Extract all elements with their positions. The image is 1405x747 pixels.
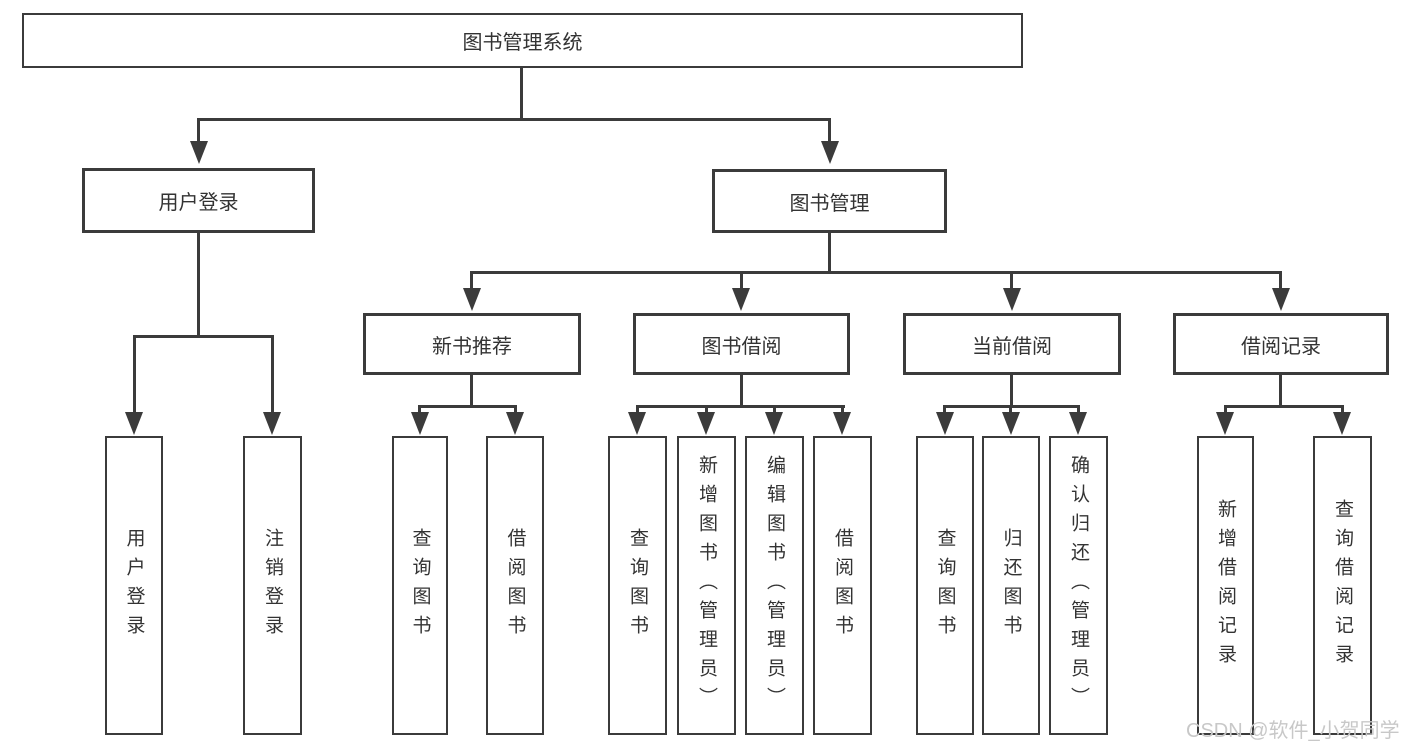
leaf-query-book-3: 查询图书 <box>916 436 974 735</box>
connector-drop-leaf <box>636 405 639 417</box>
connector-drop-new-book <box>470 271 473 291</box>
arrowhead-leaf-icon <box>1069 412 1087 435</box>
leaf-query-book-2: 查询图书 <box>608 436 667 735</box>
leaf-label: 查询图书 <box>934 527 956 644</box>
leaf-label: 确认归还（管理员） <box>1068 455 1089 716</box>
connector-user-login-stem <box>197 231 200 337</box>
connector-level3-bar <box>470 271 1282 274</box>
arrowhead-book-borrow-icon <box>732 288 750 311</box>
connector-book-management-stem <box>828 231 831 273</box>
leaf-add-borrow-record: 新增借阅记录 <box>1197 436 1254 735</box>
connector-drop-leaf <box>1077 405 1080 417</box>
connector-level1-bar <box>197 118 831 121</box>
arrowhead-leaf-icon <box>936 412 954 435</box>
connector-drop-borrow-records <box>1279 271 1282 291</box>
leaf-label: 新增图书（管理员） <box>696 455 717 716</box>
connector-current-borrow-bar <box>944 405 1080 408</box>
connector-current-borrow-stem <box>1010 373 1013 407</box>
leaf-logout: 注销登录 <box>243 436 302 735</box>
connector-drop-leaf <box>1341 405 1344 417</box>
leaf-label: 注销登录 <box>262 527 283 644</box>
connector-drop-book-borrow <box>740 271 743 291</box>
node-user-login: 用户登录 <box>82 168 315 233</box>
arrowhead-borrow-records-icon <box>1272 288 1290 311</box>
connector-drop-leaf <box>705 405 708 417</box>
node-borrow-records: 借阅记录 <box>1173 313 1389 375</box>
connector-drop-current-borrow <box>1010 271 1013 291</box>
leaf-label: 借阅图书 <box>504 527 526 644</box>
arrowhead-new-book-icon <box>463 288 481 311</box>
leaf-label: 新增借阅记录 <box>1215 498 1236 673</box>
node-library-management-system: 图书管理系统 <box>22 13 1023 68</box>
arrowhead-logout-icon <box>263 412 281 435</box>
connector-drop-leaf <box>418 405 421 417</box>
connector-new-book-bar <box>419 405 516 408</box>
connector-drop-leaf <box>1224 405 1227 417</box>
arrowhead-leaf-icon <box>1333 412 1351 435</box>
connector-drop-leaf <box>841 405 844 417</box>
leaf-label: 借阅图书 <box>832 527 853 644</box>
connector-drop-leaf <box>514 405 517 417</box>
arrowhead-login-icon <box>125 412 143 435</box>
connector-book-borrow-stem <box>740 373 743 407</box>
connector-book-borrow-bar <box>636 405 845 408</box>
leaf-add-book-admin: 新增图书（管理员） <box>677 436 736 735</box>
arrowhead-leaf-icon <box>765 412 783 435</box>
arrowhead-leaf-icon <box>697 412 715 435</box>
arrowhead-leaf-icon <box>1216 412 1234 435</box>
arrowhead-book-management-icon <box>821 141 839 164</box>
csdn-watermark: CSDN @软件_小贺同学 <box>1186 720 1400 742</box>
arrowhead-leaf-icon <box>411 412 429 435</box>
arrowhead-current-borrow-icon <box>1003 288 1021 311</box>
leaf-label: 查询借阅记录 <box>1332 498 1353 673</box>
leaf-label: 查询图书 <box>627 527 648 644</box>
node-book-borrow: 图书借阅 <box>633 313 850 375</box>
leaf-user-login: 用户登录 <box>105 436 163 735</box>
leaf-query-book-1: 查询图书 <box>392 436 448 735</box>
node-current-borrow: 当前借阅 <box>903 313 1121 375</box>
arrowhead-user-login-icon <box>190 141 208 164</box>
connector-drop-login <box>133 335 136 417</box>
leaf-label: 查询图书 <box>409 527 431 644</box>
arrowhead-leaf-icon <box>628 412 646 435</box>
leaf-label: 归还图书 <box>1000 527 1022 644</box>
connector-drop-leaf <box>943 405 946 417</box>
leaf-borrow-book-1: 借阅图书 <box>486 436 544 735</box>
connector-drop-user-login <box>197 118 200 146</box>
connector-user-login-bar <box>133 335 274 338</box>
leaf-label: 用户登录 <box>123 527 145 644</box>
leaf-edit-book-admin: 编辑图书（管理员） <box>745 436 804 735</box>
connector-borrow-records-bar <box>1224 405 1344 408</box>
arrowhead-leaf-icon <box>1002 412 1020 435</box>
leaf-label: 编辑图书（管理员） <box>764 455 785 716</box>
arrowhead-leaf-icon <box>506 412 524 435</box>
node-new-book-recommend: 新书推荐 <box>363 313 581 375</box>
arrowhead-leaf-icon <box>833 412 851 435</box>
leaf-borrow-book-2: 借阅图书 <box>813 436 872 735</box>
connector-borrow-records-stem <box>1279 373 1282 407</box>
connector-drop-leaf <box>773 405 776 417</box>
node-book-management: 图书管理 <box>712 169 947 233</box>
leaf-confirm-return-admin: 确认归还（管理员） <box>1049 436 1108 735</box>
connector-drop-leaf <box>1009 405 1012 417</box>
connector-drop-logout <box>271 335 274 417</box>
leaf-return-book: 归还图书 <box>982 436 1040 735</box>
leaf-query-borrow-record: 查询借阅记录 <box>1313 436 1372 735</box>
connector-new-book-stem <box>470 373 473 407</box>
connector-root-stem <box>520 66 523 120</box>
connector-drop-book-management <box>828 118 831 146</box>
